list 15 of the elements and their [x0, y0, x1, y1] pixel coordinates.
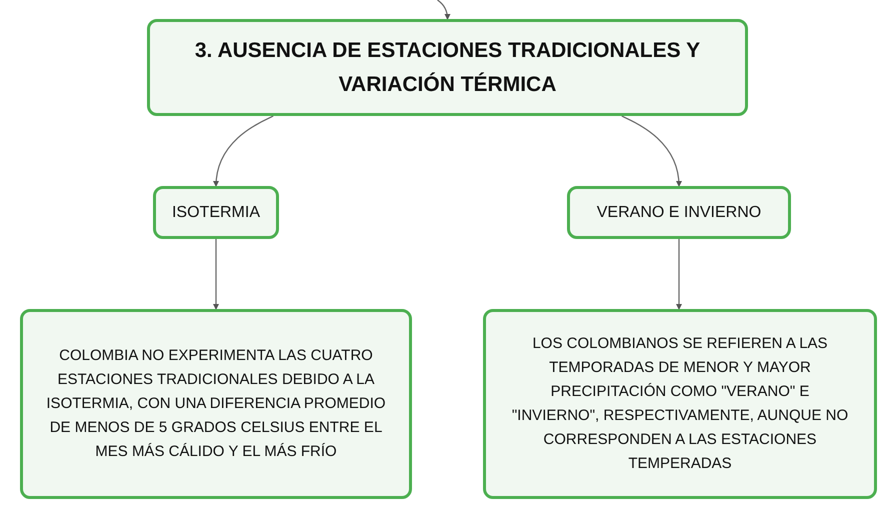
node-text: VERANO E INVIERNO — [596, 202, 762, 222]
description-box — [483, 309, 877, 499]
topic-box — [567, 186, 791, 239]
arrow — [437, 0, 450, 20]
node-text: LOS COLOMBIANOS SE REFIEREN A LAS TEMPORADAS DE MENOR Y MAYOR PRECIPITACIÓN COMO "VERANO" E "INVIERNO", RESPECTIVAMENTE, AUNQUE NO CORRESPONDEN A LAS ESTACIONES TEMPERADAS — [510, 334, 850, 474]
node-text: ISOTERMIA — [172, 202, 260, 222]
description-box — [20, 309, 412, 499]
arrow — [676, 239, 682, 310]
arrow — [213, 115, 274, 187]
title-box — [147, 19, 748, 116]
arrow — [622, 115, 682, 187]
arrow — [213, 239, 219, 310]
node-text: 3. AUSENCIA DE ESTACIONES TRADICIONALES Y VARIACIÓN TÉRMICA — [194, 38, 702, 98]
node-text: COLOMBIA NO EXPERIMENTA LAS CUATRO ESTACIONES TRADICIONALES DEBIDO A LA ISOTERMIA, CON UNA DIFERENCIA PROMEDIO DE MENOS DE 5 GRADOS CELSIUS ENTRE EL MES MÁS CÁLIDO Y EL MÁS FRÍO — [45, 346, 387, 462]
topic-box — [153, 186, 279, 239]
